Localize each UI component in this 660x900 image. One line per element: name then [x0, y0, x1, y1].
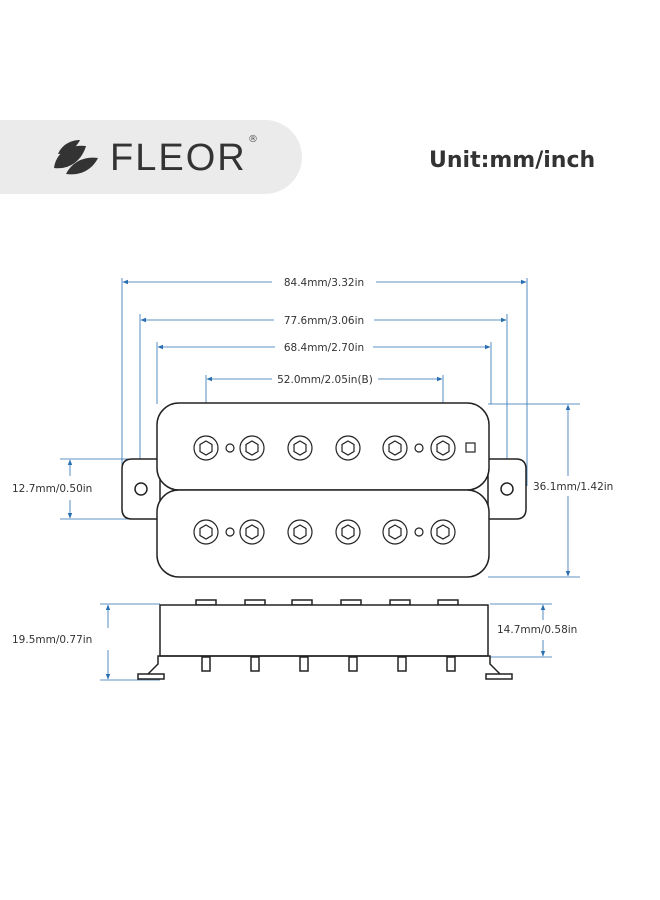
base-height-label: 14.7mm/0.58in: [497, 624, 577, 636]
dimension-lines: [67, 279, 571, 680]
brand-banner: [0, 120, 302, 194]
leaf-icon: [54, 140, 98, 175]
unit-label: Unit:mm/inch: [429, 148, 596, 173]
overall-length-label: 84.4mm/3.32in: [284, 277, 364, 289]
mounting-hole-spacing-label: 77.6mm/3.06in: [284, 315, 364, 327]
coil-bottom: [156, 489, 490, 578]
mounting-hole-right: [500, 482, 514, 496]
pickup-top-view: [121, 402, 527, 578]
brand-name: FLEOR: [110, 136, 247, 179]
cover-length-label: 68.4mm/2.70in: [284, 342, 364, 354]
extension-lines: [60, 278, 580, 681]
total-height-label: 19.5mm/0.77in: [12, 634, 92, 646]
baseplate: [145, 655, 503, 677]
pickup-side-view: [137, 599, 513, 680]
bottom-coil-poles: [193, 519, 456, 545]
registered-mark: ®: [248, 134, 258, 145]
brand-logo: FLEOR: [52, 132, 247, 184]
pole-spacing-label: 52.0mm/2.05in(B): [277, 374, 373, 386]
mounting-hole-left: [134, 482, 148, 496]
pickup-body: [159, 604, 489, 657]
top-coil-poles: [193, 435, 476, 461]
cover-width-label: 36.1mm/1.42in: [533, 481, 613, 493]
ear-width-label: 12.7mm/0.50in: [12, 483, 92, 495]
